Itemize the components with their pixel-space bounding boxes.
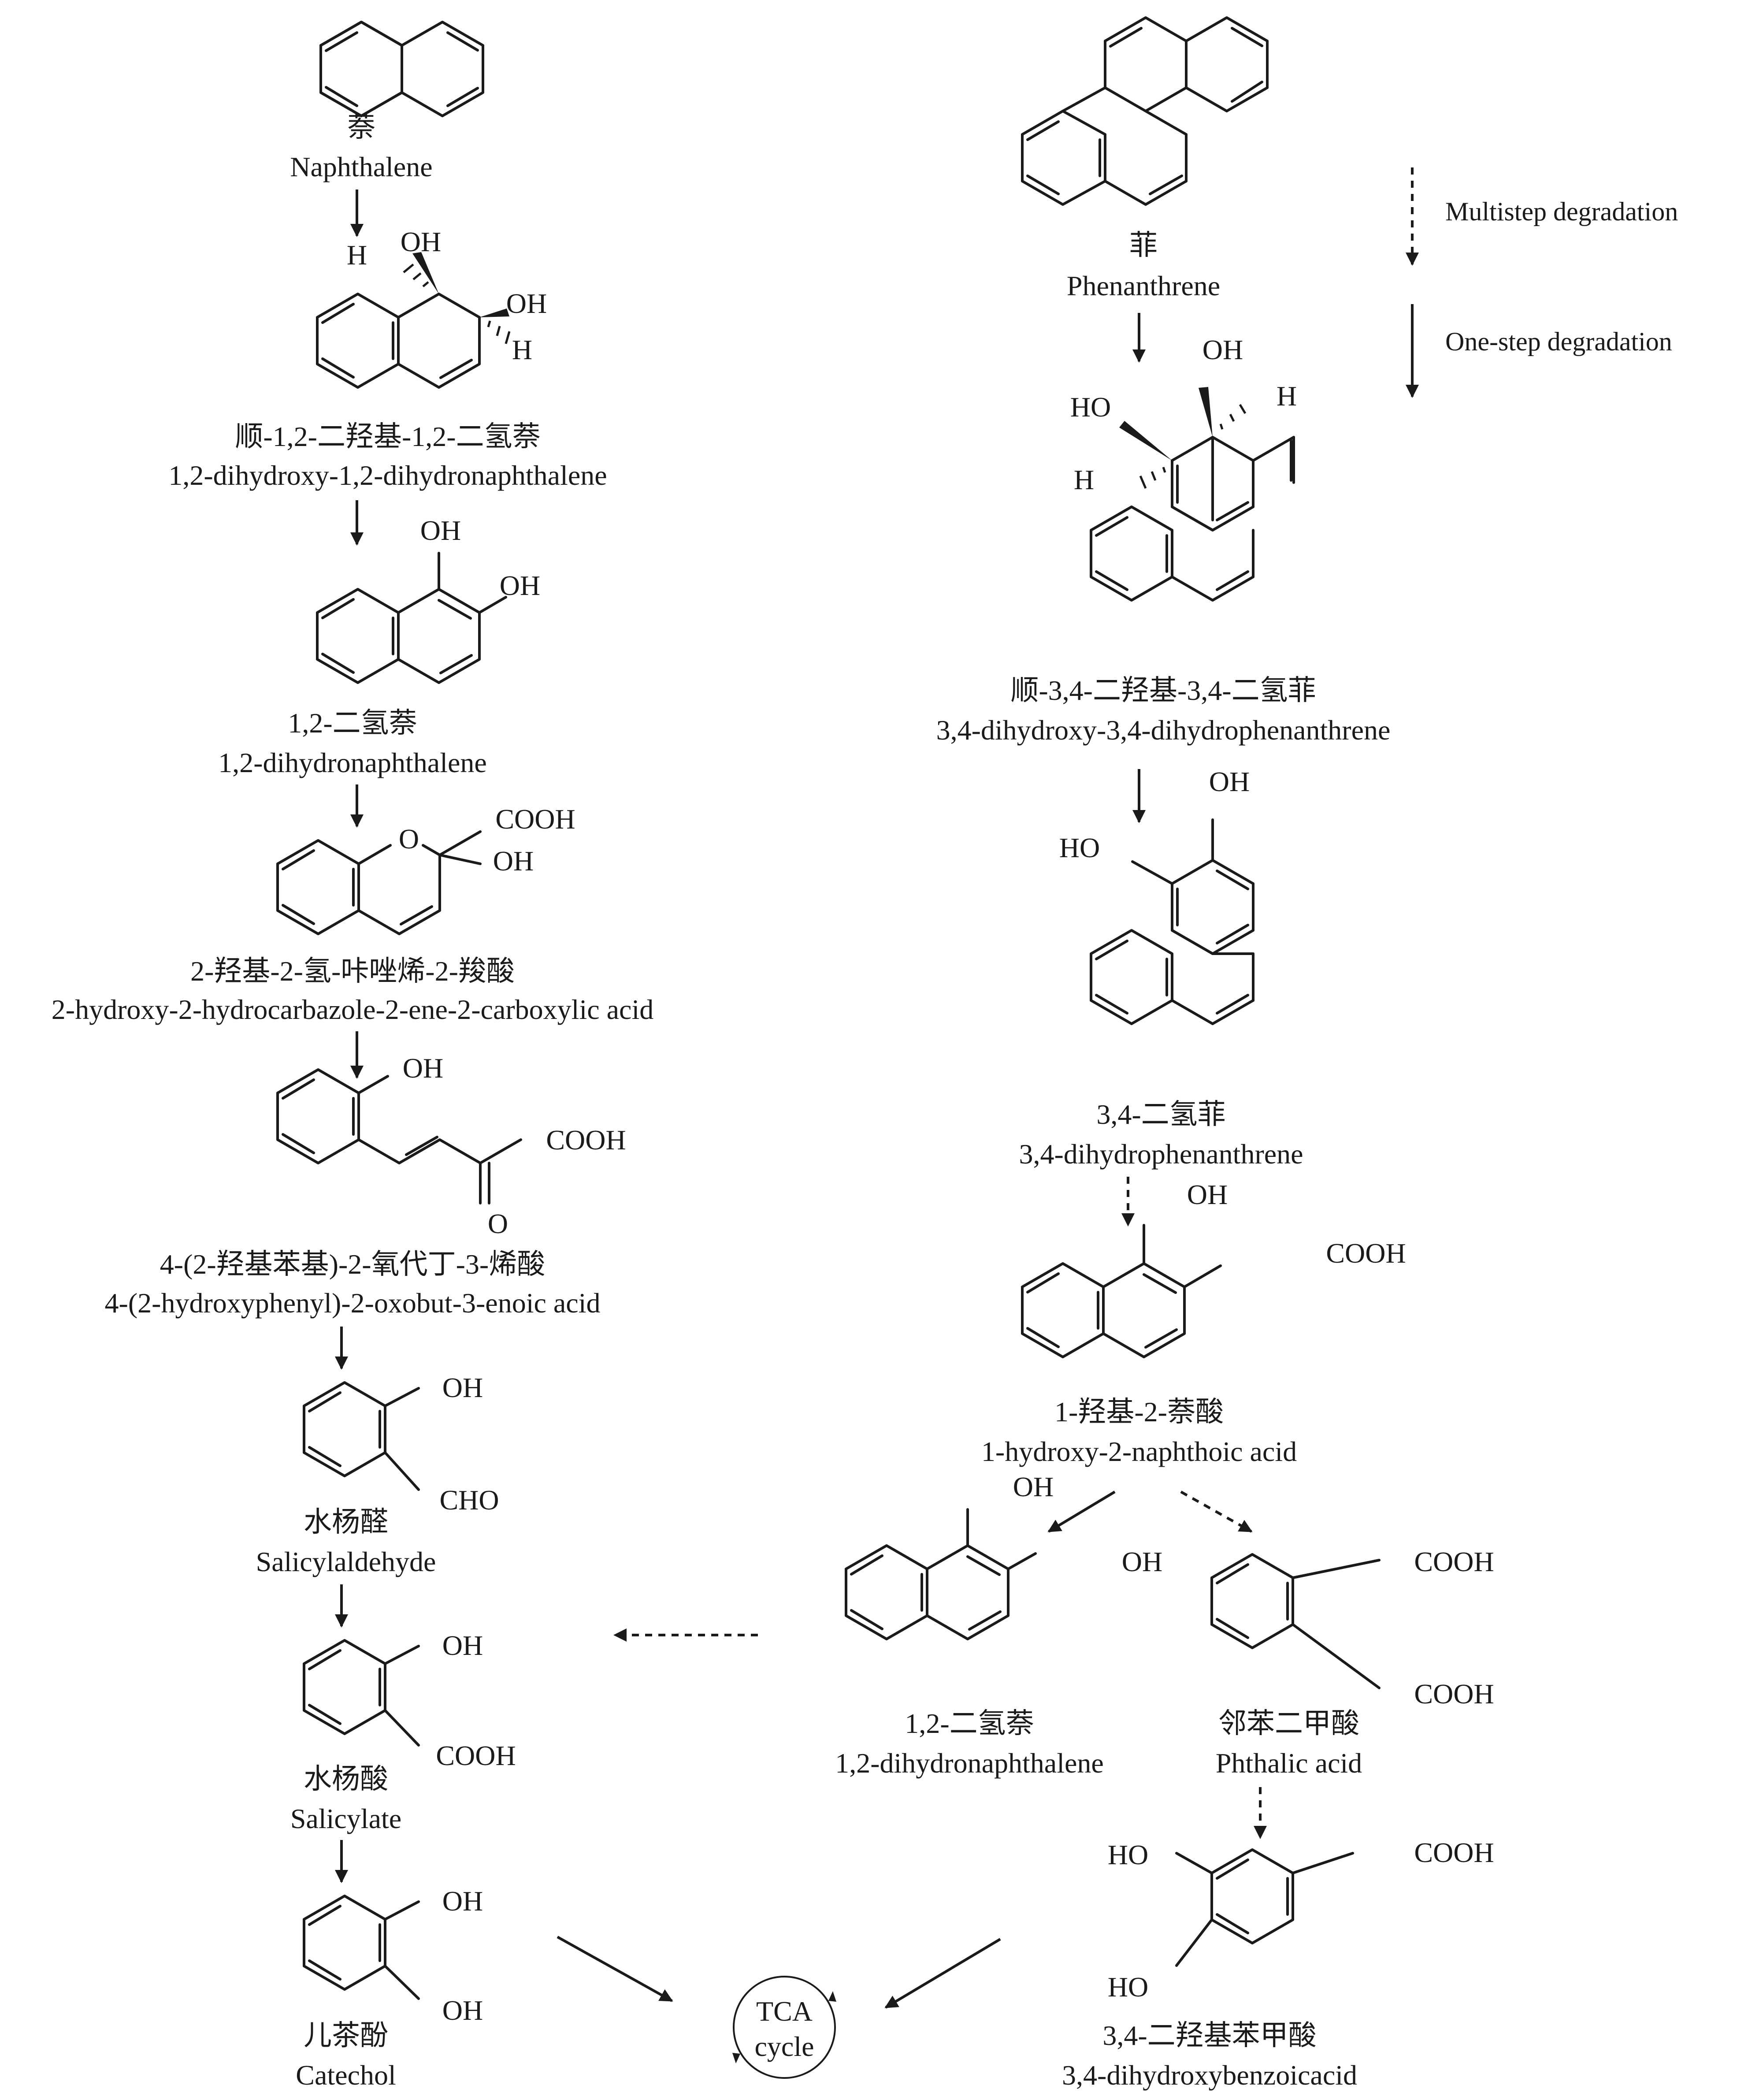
phenanthrene-cn-label: 菲 bbox=[1129, 230, 1158, 261]
substituent-o: O bbox=[399, 823, 419, 855]
substituent-o: O bbox=[488, 1208, 508, 1239]
substituent-oh: OH bbox=[493, 845, 534, 877]
oxobutenoic-structure bbox=[276, 1068, 522, 1204]
dihydrophenanthrene-cn-label: 3,4-二氢菲 bbox=[1096, 1099, 1225, 1130]
naphthalene-cn-label: 萘 bbox=[347, 112, 375, 143]
substituent-h: H bbox=[512, 334, 532, 365]
substituent-h: H bbox=[1074, 464, 1094, 495]
dihydronaphthalene-en-label: 1,2-dihydronaphthalene bbox=[218, 747, 487, 778]
dashed-arrow-to-phthalic bbox=[1180, 1490, 1253, 1533]
phthalic-en-label: Phthalic acid bbox=[1216, 1747, 1362, 1779]
substituent-cooh: COOH bbox=[436, 1740, 516, 1771]
phthalic-cn-label: 邻苯二甲酸 bbox=[1218, 1708, 1359, 1739]
dihydroxy-phen-en-label: 3,4-dihydroxy-3,4-dihydrophenanthrene bbox=[936, 714, 1391, 746]
chromene-acid-structure bbox=[276, 830, 482, 935]
substituent-oh: OH bbox=[442, 1372, 483, 1403]
substituent-oh: OH bbox=[442, 1630, 483, 1661]
dihydronaphthalene-cn-label: 1,2-二氢萘 bbox=[288, 707, 417, 739]
naphthalene-structure bbox=[319, 21, 484, 117]
substituent-cooh: COOH bbox=[1414, 1837, 1494, 1868]
arrow-catechol-to-tca bbox=[557, 1936, 673, 2002]
salicylaldehyde-cn-label: 水杨醛 bbox=[304, 1506, 388, 1538]
substituent-ho: HO bbox=[1070, 391, 1111, 423]
carbazole-acid-en-label: 2-hydroxy-2-hydrocarbazole-2-ene-2-carbo… bbox=[52, 994, 653, 1025]
dihydronaphthalene-structure bbox=[316, 552, 507, 684]
substituent-cooh: COOH bbox=[1326, 1238, 1406, 1269]
tca-line2: cycle bbox=[755, 2031, 814, 2062]
dihydrophenanthrene-en-label: 3,4-dihydrophenanthrene bbox=[1019, 1138, 1303, 1170]
substituent-oh: OH bbox=[1203, 334, 1243, 365]
legend-onestep-label: One-step degradation bbox=[1445, 327, 1672, 356]
substituent-oh: OH bbox=[420, 515, 461, 546]
dihydronaphthalene-right-structure bbox=[845, 1508, 1037, 1640]
substituent-oh: OH bbox=[1209, 766, 1250, 797]
dihydroxybenzoic-en-label: 3,4-dihydroxybenzoicacid bbox=[1062, 2059, 1357, 2091]
oxobutenoic-en-label: 4-(2-hydroxyphenyl)-2-oxobut-3-enoic aci… bbox=[105, 1287, 601, 1319]
tca-line1: TCA bbox=[756, 1996, 813, 2027]
substituent-oh: OH bbox=[403, 1052, 443, 1084]
dihydroxy-en-label: 1,2-dihydroxy-1,2-dihydronaphthalene bbox=[168, 460, 607, 491]
legend-multistep-label: Multistep degradation bbox=[1445, 197, 1678, 226]
substituent-h: H bbox=[347, 239, 367, 271]
substituent-oh: OH bbox=[1187, 1179, 1228, 1210]
tca-cycle bbox=[732, 1976, 836, 2079]
substituent-oh: OH bbox=[1013, 1471, 1054, 1502]
hydroxynaphthoic-en-label: 1-hydroxy-2-naphthoic acid bbox=[981, 1436, 1297, 1467]
hydroxynaphthoic-structure bbox=[1021, 1224, 1222, 1358]
substituent-cooh: COOH bbox=[546, 1124, 626, 1156]
substituent-cooh: COOH bbox=[1414, 1546, 1494, 1577]
arrow-to-dihydronaphthalene bbox=[1047, 1490, 1116, 1533]
arrow-dihydroxybenzoic-to-tca bbox=[884, 1938, 1001, 2009]
hydroxynaphthoic-cn-label: 1-羟基-2-萘酸 bbox=[1054, 1396, 1224, 1427]
substituent-oh: OH bbox=[401, 226, 441, 257]
dihydroxy-dihydronaphthalene-structure bbox=[316, 252, 511, 389]
phenanthrene-en-label: Phenanthrene bbox=[1067, 270, 1220, 301]
dihydroxybenzoic-cn-label: 3,4-二羟基苯甲酸 bbox=[1102, 2020, 1316, 2051]
catechol-structure bbox=[303, 1895, 420, 2000]
dihydronaphthalene-right-cn-label: 1,2-二氢萘 bbox=[905, 1708, 1034, 1739]
substituent-oh: OH bbox=[506, 288, 547, 319]
catechol-en-label: Catechol bbox=[296, 2059, 396, 2091]
dihydroxy-phen-cn-label: 顺-3,4-二羟基-3,4-二氢菲 bbox=[1010, 675, 1316, 706]
dihydroxybenzoic-structure bbox=[1175, 1848, 1354, 1967]
substituent-ho: HO bbox=[1059, 832, 1100, 863]
dihydronaphthalene-right-en-label: 1,2-dihydronaphthalene bbox=[835, 1747, 1104, 1779]
salicylaldehyde-structure bbox=[303, 1381, 420, 1491]
salicylaldehyde-en-label: Salicylaldehyde bbox=[256, 1546, 436, 1577]
oxobutenoic-cn-label: 4-(2-羟基苯基)-2-氧代丁-3-烯酸 bbox=[160, 1249, 546, 1280]
substituent-oh: OH bbox=[500, 570, 540, 601]
substituent-h: H bbox=[1277, 380, 1297, 412]
dihydrophenanthrene-structure bbox=[1090, 818, 1254, 1025]
salicylate-structure bbox=[303, 1639, 420, 1747]
substituent-ho: HO bbox=[1108, 1839, 1148, 1870]
phthalic-acid-structure bbox=[1210, 1553, 1381, 1689]
substituent-oh: OH bbox=[442, 1995, 483, 2026]
substituent-cho: CHO bbox=[439, 1484, 499, 1516]
naphthalene-en-label: Naphthalene bbox=[290, 151, 432, 182]
catechol-cn-label: 儿茶酚 bbox=[304, 2020, 388, 2051]
salicylate-cn-label: 水杨酸 bbox=[304, 1763, 388, 1795]
substituent-ho: HO bbox=[1108, 1971, 1148, 2003]
substituent-oh: OH bbox=[442, 1885, 483, 1917]
carbazole-acid-cn-label: 2-羟基-2-氢-咔唑烯-2-羧酸 bbox=[190, 955, 515, 987]
substituent-cooh: COOH bbox=[1414, 1678, 1494, 1710]
phenanthrene-structure bbox=[1021, 16, 1269, 206]
dihydroxy-dihydrophenanthrene-structure bbox=[1090, 387, 1295, 602]
salicylate-en-label: Salicylate bbox=[290, 1803, 401, 1834]
dihydroxy-cn-label: 顺-1,2-二羟基-1,2-二氢萘 bbox=[235, 421, 540, 452]
substituent-cooh: COOH bbox=[495, 803, 575, 835]
substituent-oh: OH bbox=[1122, 1546, 1162, 1577]
